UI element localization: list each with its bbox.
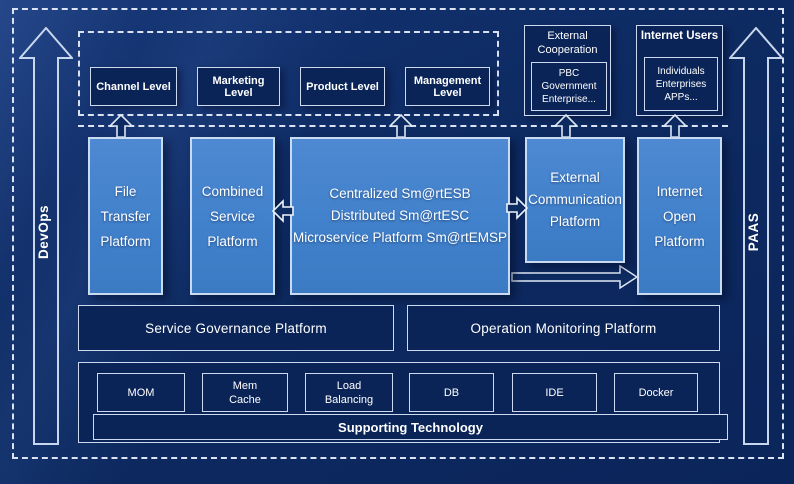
tech-label: Mem Cache <box>229 379 261 406</box>
internet-users-box: Internet Users Individuals Enterprises A… <box>636 25 723 116</box>
external-cooperation-title: External Cooperation <box>537 30 598 56</box>
flow-arrow-long-right-icon <box>511 264 639 290</box>
platform-internet-open: Internet Open Platform <box>637 137 722 295</box>
outer-dashed-frame <box>12 8 784 459</box>
tech-box-mem-cache: Mem Cache <box>202 373 288 412</box>
tech-box-load-balancing: Load Balancing <box>305 373 393 412</box>
internet-users-title: Internet Users <box>640 30 719 42</box>
supporting-technology-label: Supporting Technology <box>338 419 483 435</box>
devops-label: DevOps <box>36 204 51 260</box>
platform-label: File Transfer Platform <box>100 183 151 249</box>
up-arrow-icon <box>109 114 133 138</box>
operation-monitoring-platform: Operation Monitoring Platform <box>407 305 720 351</box>
service-governance-label: Service Governance Platform <box>145 320 327 336</box>
tech-box-db: DB <box>409 373 494 412</box>
platform-label: External Communication Platform <box>528 170 622 229</box>
level-label: Channel Level <box>96 80 171 93</box>
up-arrow-icon <box>663 114 687 138</box>
paas-label: PAAS <box>746 212 761 252</box>
tech-box-ide: IDE <box>512 373 597 412</box>
tech-label: Docker <box>638 386 674 399</box>
level-box-channel: Channel Level <box>90 67 177 106</box>
tech-label: IDE <box>545 386 564 399</box>
tech-label: DB <box>443 386 460 399</box>
platform-label: Centralized Sm@rtESB Distributed Sm@rtES… <box>293 186 507 245</box>
platform-label: Internet Open Platform <box>654 183 705 249</box>
supporting-technology-bar: Supporting Technology <box>93 414 728 440</box>
level-box-product: Product Level <box>300 67 385 106</box>
level-label: Management Level <box>413 74 482 99</box>
platform-label: Combined Service Platform <box>201 183 264 249</box>
internet-users-members-box: Individuals Enterprises APPs... <box>644 57 718 111</box>
platform-esb: Centralized Sm@rtESB Distributed Sm@rtES… <box>290 137 510 295</box>
service-governance-platform: Service Governance Platform <box>78 305 394 351</box>
up-arrow-icon <box>554 114 578 138</box>
internet-users-members: Individuals Enterprises APPs... <box>655 65 707 103</box>
external-cooperation-box: External Cooperation PBC Government Ente… <box>524 25 611 116</box>
operation-monitoring-label: Operation Monitoring Platform <box>470 320 657 336</box>
platform-file-transfer: File Transfer Platform <box>88 137 163 295</box>
external-cooperation-members: PBC Government Enterprise... <box>541 68 597 105</box>
flow-arrow-left-icon <box>272 199 294 223</box>
devops-arrow-icon <box>19 27 73 445</box>
tech-label: Load Balancing <box>324 379 374 406</box>
tech-box-mom: MOM <box>97 373 185 412</box>
tech-box-docker: Docker <box>614 373 698 412</box>
level-label: Marketing Level <box>212 74 265 99</box>
platform-external-communication: External Communication Platform <box>525 137 625 263</box>
level-box-marketing: Marketing Level <box>197 67 280 106</box>
up-arrow-icon <box>389 114 413 138</box>
external-cooperation-members-box: PBC Government Enterprise... <box>531 62 607 111</box>
paas-arrow-icon <box>729 27 783 445</box>
platform-combined-service: Combined Service Platform <box>190 137 275 295</box>
levels-dashed-group <box>78 31 499 116</box>
level-box-management: Management Level <box>405 67 490 106</box>
level-label: Product Level <box>306 80 379 93</box>
tech-label: MOM <box>127 386 155 399</box>
flow-arrow-right-icon <box>506 196 528 220</box>
